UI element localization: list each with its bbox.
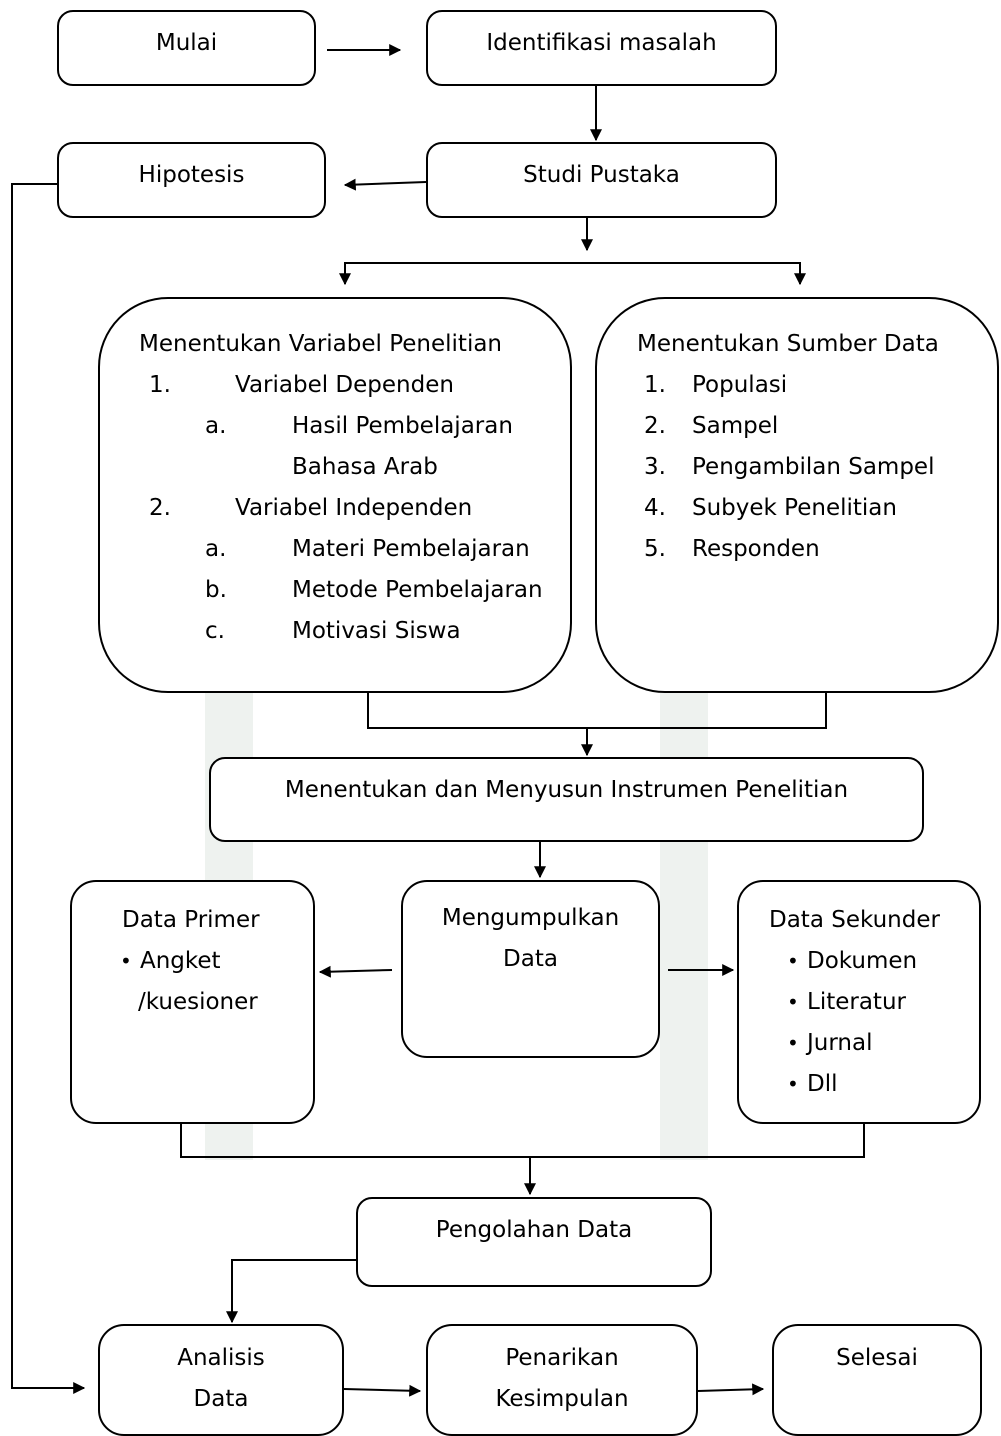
sumber-item: 1.Populasi: [644, 372, 788, 398]
data-primer-box: Data Primer •Angket /kuesioner: [70, 880, 315, 1124]
variabel-item: 2.Variabel Independen: [149, 495, 473, 521]
sumber-data-box: Menentukan Sumber Data 1.Populasi 2.Samp…: [595, 297, 999, 693]
variabel-penelitian-title: Menentukan Variabel Penelitian: [139, 331, 503, 357]
mengumpulkan-data-box: Mengumpulkan Data: [401, 880, 660, 1058]
variabel-item: b.Metode Pembelajaran: [205, 577, 543, 603]
sumber-item: 2.Sampel: [644, 413, 779, 439]
watermark-bar-right: [660, 640, 708, 1160]
studi-pustaka-box: Studi Pustaka: [426, 142, 777, 218]
arrow-analisis-penarikan: [343, 1384, 422, 1397]
sumber-data-title: Menentukan Sumber Data: [637, 331, 939, 357]
sumber-item: 3.Pengambilan Sampel: [644, 454, 935, 480]
data-sekunder-title: Data Sekunder: [769, 907, 940, 933]
variabel-item: 1.Variabel Dependen: [149, 372, 454, 398]
variabel-item: Bahasa Arab: [292, 454, 438, 480]
variabel-item: c.Motivasi Siswa: [205, 618, 461, 644]
data-sekunder-item: •Dokumen: [769, 941, 979, 982]
data-sekunder-item: •Jurnal: [769, 1023, 979, 1064]
data-primer-item: /kuesioner: [138, 989, 258, 1015]
hipotesis-box: Hipotesis: [57, 142, 326, 218]
bullet-icon: •: [120, 949, 132, 973]
analisis-data-box: Analisis Data: [98, 1324, 344, 1436]
studi-pustaka-label: Studi Pustaka: [523, 162, 680, 188]
sumber-item: 4.Subyek Penelitian: [644, 495, 897, 521]
penarikan-label-line1: Penarikan: [505, 1345, 619, 1371]
analisis-label-line2: Data: [193, 1386, 249, 1412]
pengolahan-data-label: Pengolahan Data: [435, 1217, 633, 1243]
mulai-box: Mulai: [57, 10, 316, 86]
mengumpulkan-label-line1: Mengumpulkan: [441, 905, 620, 931]
arrow-studi-hipotesis: [343, 178, 427, 191]
variabel-item: a.Materi Pembelajaran: [205, 536, 530, 562]
selesai-box: Selesai: [772, 1324, 982, 1436]
merge-data-line: [180, 1124, 865, 1158]
split-line: [344, 262, 801, 278]
analisis-label-line1: Analisis: [177, 1345, 265, 1371]
instrumen-label: Menentukan dan Menyusun Instrumen Peneli…: [284, 777, 849, 803]
bullet-icon: •: [787, 1072, 799, 1096]
arrow-mengumpulkan-primer: [318, 965, 393, 978]
penarikan-kesimpulan-box: Penarikan Kesimpulan: [426, 1324, 698, 1436]
bullet-icon: •: [787, 1031, 799, 1055]
mulai-label: Mulai: [155, 30, 218, 56]
instrumen-box: Menentukan dan Menyusun Instrumen Peneli…: [209, 757, 924, 842]
bullet-icon: •: [787, 990, 799, 1014]
selesai-label: Selesai: [836, 1345, 918, 1371]
pengolahan-data-box: Pengolahan Data: [356, 1197, 712, 1287]
data-sekunder-box: Data Sekunder •Dokumen •Literatur •Jurna…: [737, 880, 981, 1124]
data-sekunder-item: •Dll: [769, 1064, 979, 1105]
arrow-penarikan-selesai: [697, 1383, 765, 1396]
data-primer-title: Data Primer: [122, 907, 260, 933]
hipotesis-label: Hipotesis: [138, 162, 245, 188]
variabel-penelitian-box: Menentukan Variabel Penelitian 1.Variabe…: [98, 297, 572, 693]
data-sekunder-item: •Literatur: [769, 982, 979, 1023]
sumber-item: 5.Responden: [644, 536, 820, 562]
identifikasi-masalah-box: Identifikasi masalah: [426, 10, 777, 86]
merge-line: [367, 693, 827, 729]
bullet-icon: •: [787, 949, 799, 973]
penarikan-label-line2: Kesimpulan: [495, 1386, 629, 1412]
identifikasi-masalah-label: Identifikasi masalah: [486, 30, 717, 56]
data-primer-item: •Angket: [120, 941, 313, 982]
mengumpulkan-label-line2: Data: [503, 946, 558, 972]
arrow-hipotesis-analisis: [11, 183, 86, 1394]
arrow-pengolahan-analisis: [226, 1259, 356, 1324]
variabel-item: a.Hasil Pembelajaran: [205, 413, 513, 439]
